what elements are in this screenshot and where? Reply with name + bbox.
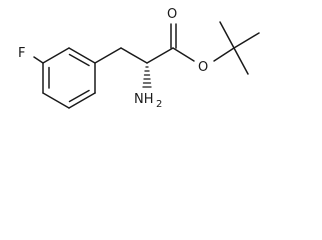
ring-bond (42, 47, 70, 64)
ester-oxygen-label: O (198, 60, 208, 75)
ring-bond (42, 92, 70, 109)
backbone-bond (146, 47, 174, 64)
carbon-fluorine-bond (33, 56, 44, 64)
hashed-wedge-bond (142, 66, 152, 88)
tert-butyl-group (219, 21, 260, 75)
ring-double-bond (68, 89, 90, 103)
structural-formula: F O O NH 2 (18, 7, 260, 110)
amine-subscript: 2 (156, 99, 162, 110)
ring-bond (68, 47, 96, 64)
methyl-bond (219, 21, 235, 49)
carbonyl-oxygen-label: O (167, 7, 177, 22)
ester-bond (172, 47, 195, 62)
amine-label: NH (134, 92, 154, 107)
fluorine-atom-label: F (18, 46, 25, 61)
methyl-bond (233, 47, 249, 75)
benzene-ring (42, 47, 96, 109)
backbone-bond (120, 47, 148, 64)
benzyl-bond (94, 47, 122, 64)
ester-bond (213, 47, 235, 62)
ring-double-bond (68, 53, 90, 67)
methyl-bond (233, 32, 260, 49)
ring-bond (68, 92, 96, 109)
